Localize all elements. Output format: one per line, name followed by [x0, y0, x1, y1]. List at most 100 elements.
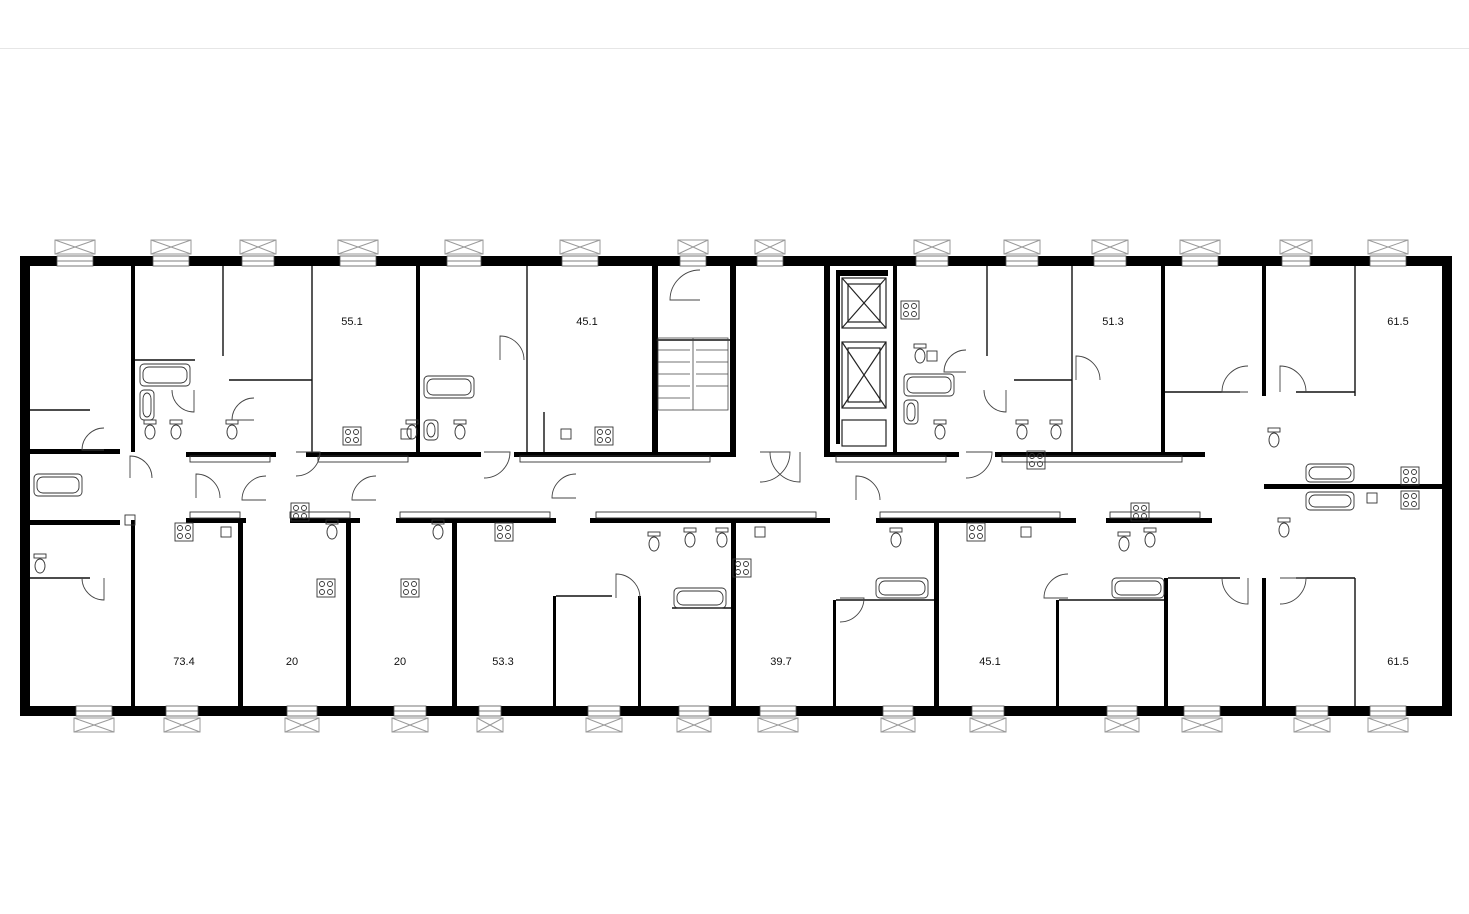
door-swing [759, 451, 791, 483]
stove [900, 300, 920, 320]
stove [732, 558, 752, 578]
toilet [934, 424, 946, 440]
window-frame [1293, 717, 1331, 733]
counter [879, 511, 1061, 519]
window-frame [1179, 239, 1221, 255]
window-frame [969, 717, 1007, 733]
toilet [1050, 424, 1062, 440]
door-swing [1279, 365, 1307, 393]
apt-top-2-area: 45.1 [576, 316, 597, 328]
toilet [716, 532, 728, 548]
door-swing [551, 473, 577, 499]
bathtub [1111, 577, 1165, 599]
windows-top [54, 239, 1409, 255]
sink [560, 428, 572, 440]
door-swing [483, 451, 511, 479]
door-swing [615, 573, 641, 599]
bathroom-fixtures [33, 300, 1420, 609]
toilet [406, 424, 418, 440]
apt-bottom-1-area: 73.4 [173, 656, 194, 668]
stove [494, 522, 514, 542]
bathtub [423, 419, 439, 441]
door-swing [1221, 577, 1249, 605]
window-frame [1181, 717, 1223, 733]
bathtub [139, 389, 155, 421]
stove [400, 578, 420, 598]
counter [595, 511, 817, 519]
sink [220, 526, 232, 538]
window-frame [391, 717, 429, 733]
toilet [170, 424, 182, 440]
apt-bottom-5-area: 39.7 [770, 656, 791, 668]
door-swing [1075, 355, 1101, 381]
apt-bottom-6-area: 45.1 [979, 656, 1000, 668]
door-swing [769, 451, 801, 483]
counter [399, 511, 551, 519]
window-frame [913, 239, 951, 255]
counter [1109, 511, 1201, 519]
counter [519, 455, 711, 463]
toilet [890, 532, 902, 548]
toilet [326, 524, 338, 540]
bathtub [1305, 463, 1355, 483]
window-frame [757, 717, 799, 733]
apt-top-3-area: 51.3 [1102, 316, 1123, 328]
windows-bottom [73, 717, 1409, 733]
sink [1020, 526, 1032, 538]
interior-walls [30, 266, 1452, 706]
thin-partitions [30, 266, 1356, 706]
window-frame [337, 239, 379, 255]
sink [926, 350, 938, 362]
door-swing [295, 451, 321, 477]
sink [124, 514, 136, 526]
stove [1026, 450, 1046, 470]
door-swing [171, 389, 195, 413]
window-frame [1091, 239, 1129, 255]
window-frame [1367, 239, 1409, 255]
toilet [1144, 532, 1156, 548]
toilet [432, 524, 444, 540]
bathtub [903, 373, 955, 397]
door-swing [81, 577, 105, 601]
door-swing [499, 335, 525, 361]
window-frame [163, 717, 201, 733]
door-swing [1221, 365, 1249, 393]
toilet [648, 536, 660, 552]
door-swing [1043, 573, 1069, 599]
door-swing [81, 427, 105, 451]
header-divider [0, 48, 1469, 49]
door-swings [81, 269, 1307, 623]
counter [1001, 455, 1183, 463]
toilet [34, 558, 46, 574]
window-frame [54, 239, 96, 255]
window-frame [73, 717, 115, 733]
bathtub [139, 363, 191, 387]
staircase [657, 337, 729, 411]
window-frame [1367, 717, 1409, 733]
door-swing [839, 597, 865, 623]
toilet [226, 424, 238, 440]
toilet [914, 348, 926, 364]
window-frame [677, 239, 709, 255]
door-swing [1279, 577, 1307, 605]
apt-bottom-4-area: 53.3 [492, 656, 513, 668]
bathtub [423, 375, 475, 399]
door-swing [855, 475, 881, 501]
stove [1400, 466, 1420, 486]
window-frame [676, 717, 712, 733]
toilet [1016, 424, 1028, 440]
bathtub [1305, 491, 1355, 511]
counter [189, 455, 271, 463]
stove [966, 522, 986, 542]
stove [1400, 490, 1420, 510]
window-openings [56, 255, 1407, 717]
window-frame [444, 239, 484, 255]
door-swing [669, 269, 701, 301]
door-swing [943, 349, 967, 373]
door-swing [965, 451, 993, 479]
toilet [454, 424, 466, 440]
window-frame [1104, 717, 1140, 733]
bathtub [875, 577, 929, 599]
counter [835, 455, 947, 463]
window-frame [559, 239, 601, 255]
